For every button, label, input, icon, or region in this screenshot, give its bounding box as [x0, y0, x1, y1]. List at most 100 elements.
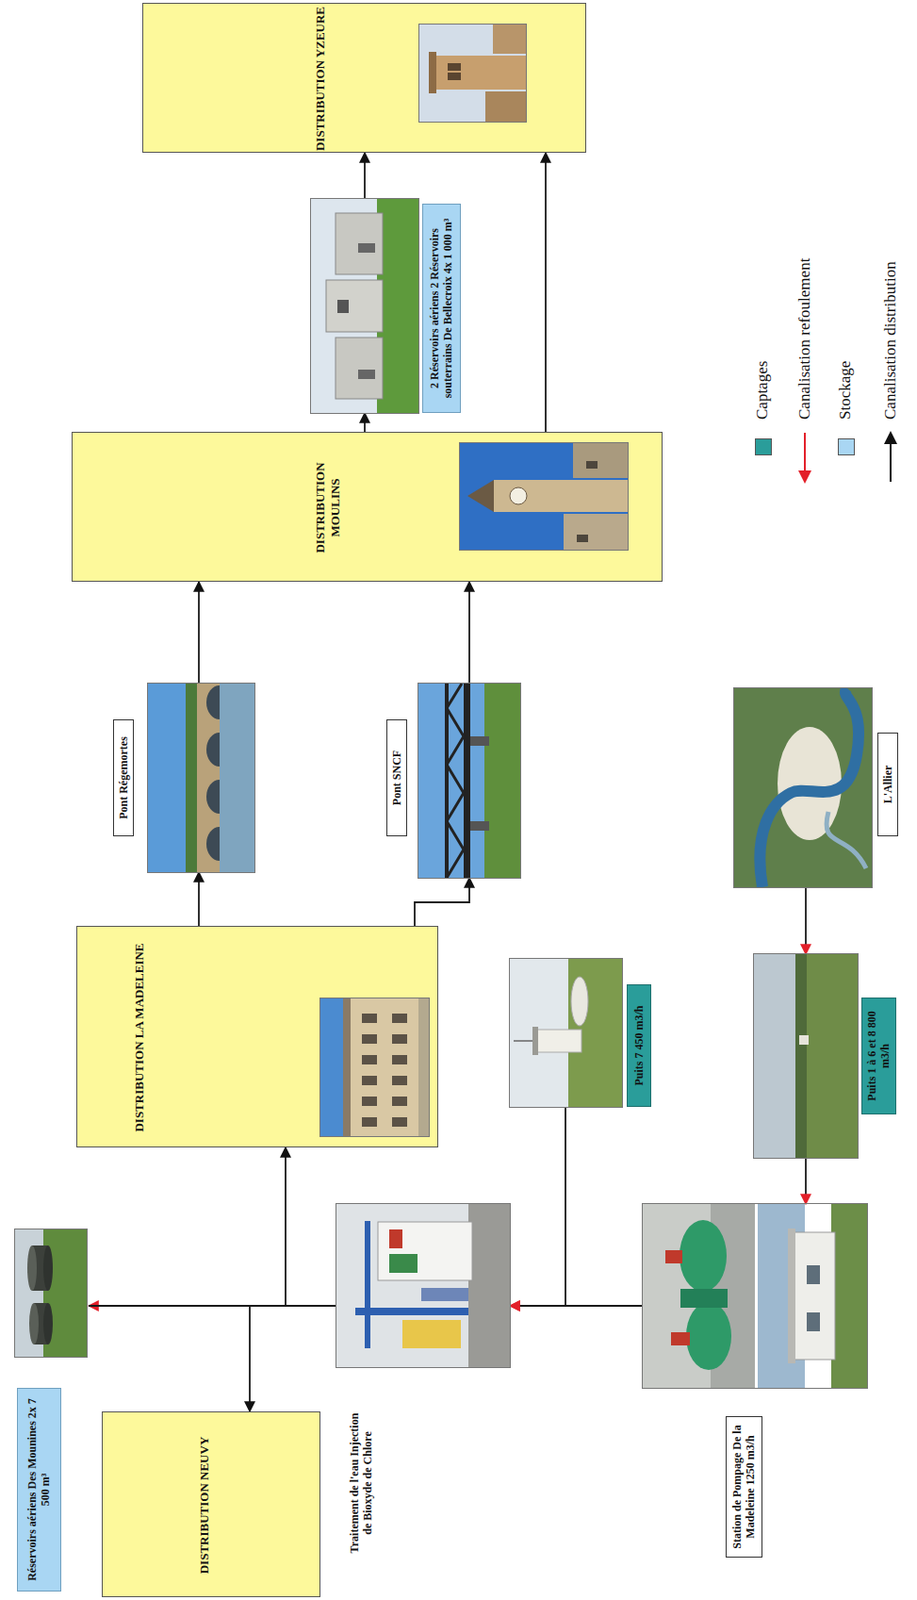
drawing-part	[447, 63, 461, 71]
drawing-part	[348, 998, 429, 1136]
drawing-part	[686, 1301, 732, 1370]
drawing-part	[320, 998, 429, 1136]
drawing-part	[361, 1075, 377, 1085]
drawing-part	[532, 1026, 539, 1055]
drawing-part	[358, 243, 376, 253]
drawing-part	[27, 1244, 37, 1291]
drawing-part	[361, 1013, 377, 1023]
node-label: Traitement de l'eau Injection de Bioxyde…	[347, 1411, 376, 1554]
drawing-part	[43, 1244, 53, 1291]
node-label: DISTRIBUTION MOULINS	[312, 434, 343, 581]
well-node: Puits 7 450 m3/h	[509, 958, 689, 1107]
drawing-part	[446, 683, 464, 878]
pipe-connector	[468, 581, 471, 684]
drawing-part	[665, 1249, 683, 1263]
drawing-part	[671, 1331, 690, 1345]
drawing-part	[573, 442, 628, 478]
pipe-connector	[88, 1146, 286, 1306]
reservoir-photo	[311, 198, 419, 413]
drawing-part	[88, 152, 806, 1411]
drawing-part	[432, 55, 526, 90]
drawing-part	[43, 1302, 53, 1344]
distribution-box: DISTRIBUTION YZEURE	[142, 2, 587, 153]
drawing-part	[759, 687, 859, 887]
drawing-part	[470, 736, 490, 746]
drawing-part	[392, 1116, 408, 1127]
drawing-part	[806, 1264, 820, 1284]
drawing-part	[884, 430, 898, 444]
drawing-part	[419, 24, 526, 122]
drawing-part	[798, 470, 812, 484]
drawing-part	[806, 1311, 820, 1331]
drawing-part	[389, 1253, 418, 1273]
pipe-connector	[88, 1305, 250, 1411]
distribution-box: DISTRIBUTION NEUVY	[101, 1410, 321, 1597]
node-label: Station de Pompage De la Madeleine 1250 …	[725, 1415, 763, 1557]
node-label: 2 Réservoirs aériens 2 Réservoirs souter…	[422, 203, 461, 413]
drawing-part	[361, 1033, 377, 1044]
drawing-part	[831, 1203, 868, 1388]
reservoir-photo	[15, 1228, 87, 1357]
drawing-part	[364, 1220, 371, 1348]
drawing-part	[492, 24, 526, 54]
legend-row: Stockage	[835, 185, 856, 488]
drawing-part	[421, 1287, 469, 1301]
drawing-part	[392, 1033, 408, 1044]
drawing-part	[392, 1013, 408, 1023]
drawing-part	[185, 683, 199, 872]
drawing-part	[447, 72, 461, 81]
drawing-part	[509, 487, 527, 505]
drawing-part	[29, 1302, 39, 1344]
drawing-part	[470, 820, 490, 831]
drawing-part	[889, 442, 892, 482]
pipe-connector	[363, 412, 366, 432]
pipe-connector	[363, 152, 366, 199]
well-node: Puits 1 à 6 et 8 800 m3/h	[753, 953, 907, 1158]
legend-row: Canalisation distribution	[880, 185, 901, 488]
drawing-part	[402, 1319, 461, 1348]
treatment-node: Traitement de l'eau Injection de Bioxyde…	[336, 1203, 510, 1591]
drawing-part	[335, 337, 383, 399]
drawing-part	[392, 1054, 408, 1065]
river-photo	[734, 687, 872, 887]
node-label: DISTRIBUTION YZEURE	[312, 5, 328, 152]
distribution-box: DISTRIBUTION MOULINS	[71, 431, 663, 582]
drawing-part	[680, 1288, 728, 1308]
drawing-part	[337, 299, 349, 313]
drawing-part	[536, 1029, 582, 1052]
legend-swatch	[754, 438, 772, 456]
drawing-part	[418, 683, 487, 878]
drawing-part	[734, 687, 872, 887]
drawing-part	[326, 279, 383, 332]
legend-label: Canalisation refoulement	[794, 185, 816, 420]
drawing-part	[392, 1096, 408, 1106]
drawing-part	[468, 1203, 510, 1367]
legend-label: Stockage	[835, 185, 856, 420]
drawing-part	[803, 432, 806, 473]
node-label: Pont Régemortes	[113, 719, 134, 836]
drawing-part	[799, 1034, 809, 1045]
drawing-part	[787, 1228, 796, 1363]
treatment-photo	[336, 1203, 510, 1367]
drawing-part	[753, 953, 802, 1158]
drawing-part	[806, 953, 858, 1158]
drawing-part	[586, 460, 598, 469]
pumping-station-photo	[642, 1203, 868, 1388]
node-label: Pont SNCF	[386, 719, 408, 836]
node-label: DISTRIBUTION LA MADELEINE	[131, 928, 148, 1147]
pumping-station: Station de Pompage De la Madeleine 1250 …	[642, 1203, 868, 1591]
bridge-node: Pont SNCF	[386, 683, 521, 878]
drawing-part	[576, 534, 589, 542]
pipe-connector	[804, 886, 807, 954]
legend-label: Canalisation distribution	[880, 185, 901, 420]
river-node: L'Allier	[734, 687, 902, 887]
well-photo	[509, 958, 623, 1107]
drawing-part	[335, 212, 383, 275]
bridge-node: Pont Régemortes	[113, 683, 255, 872]
drawing-part	[355, 1307, 469, 1315]
drawing-part	[361, 1116, 377, 1127]
pipe-connector	[804, 1157, 807, 1204]
drawing-part	[444, 683, 449, 878]
node-label: L'Allier	[877, 732, 899, 836]
legend-row: Canalisation refoulement	[794, 185, 816, 488]
